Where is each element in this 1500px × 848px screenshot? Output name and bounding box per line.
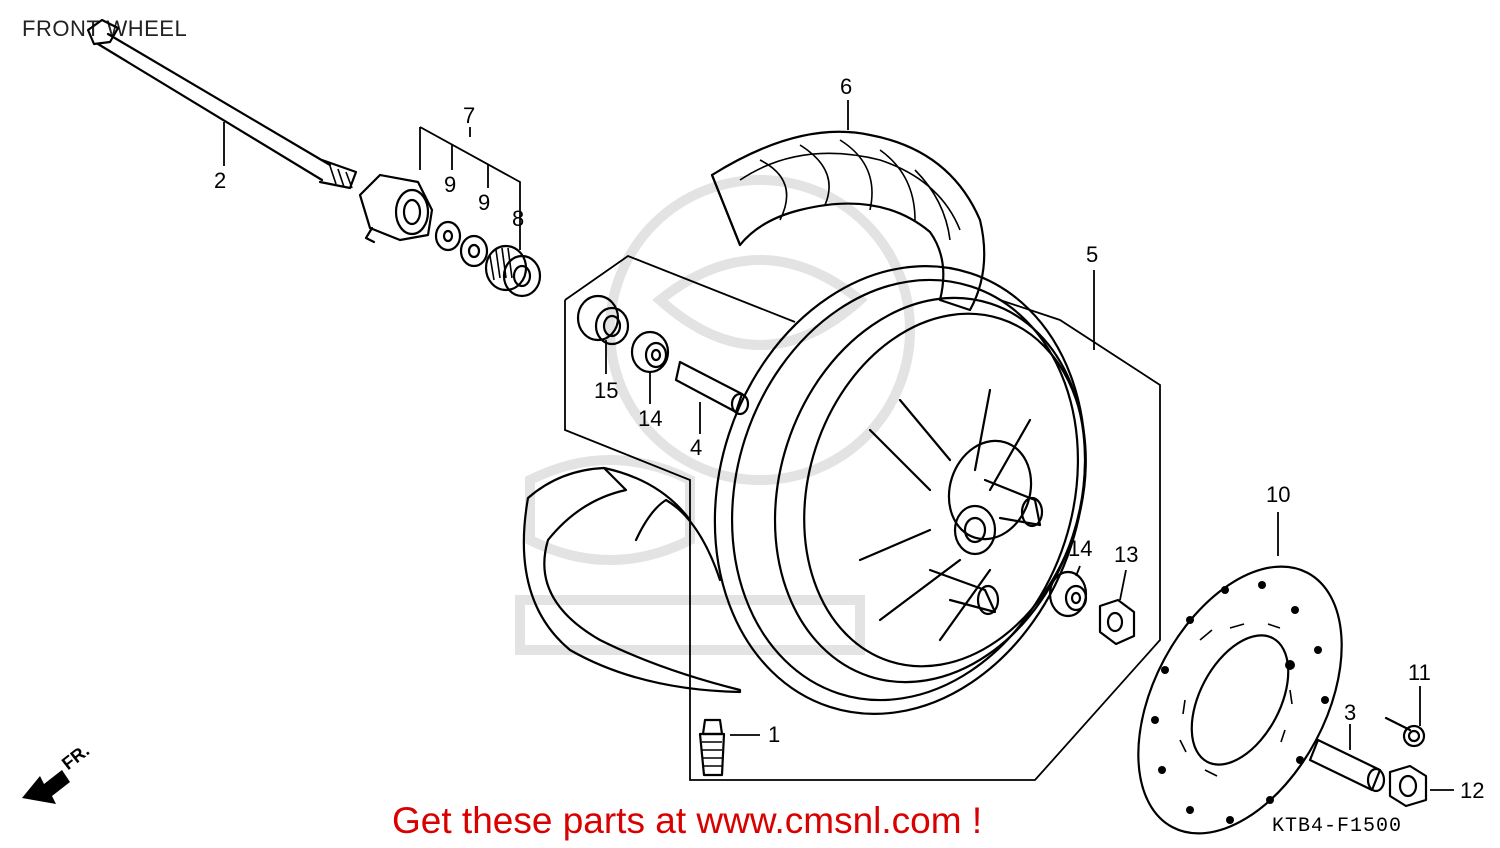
washer-b (459, 234, 489, 268)
speedometer-gearbox (358, 173, 434, 244)
speedometer-gear (484, 244, 542, 298)
label-part-8: 8 (512, 206, 524, 231)
valve-stem (698, 718, 726, 777)
washer-a (434, 220, 462, 252)
axle-nut (1388, 764, 1428, 808)
axle (86, 18, 358, 190)
brake-disc (1137, 565, 1343, 835)
nut-13 (1098, 598, 1136, 646)
label-part-12: 12 (1460, 778, 1484, 803)
label-part-15: 15 (594, 378, 618, 403)
leader-lines (223, 100, 1454, 791)
label-part-11: 11 (1408, 660, 1431, 685)
tire (710, 130, 986, 312)
label-part-5: 5 (1086, 242, 1098, 267)
label-part-14a: 14 (638, 406, 662, 431)
label-part-1: 1 (768, 722, 780, 747)
label-part-9a: 9 (444, 172, 456, 197)
distance-collar (674, 360, 750, 416)
drawing-code: KTB4-F1500 (1272, 815, 1403, 838)
fender (522, 466, 742, 694)
label-part-6: 6 (840, 74, 852, 99)
wheel-rim (713, 265, 1087, 715)
label-part-13: 13 (1114, 542, 1138, 567)
bearing-left (630, 330, 670, 374)
bracket-7 (419, 126, 521, 200)
part-labels: 2 6 7 9 9 8 5 15 14 4 10 14 13 11 3 1 12 (214, 74, 1484, 803)
label-part-2: 2 (214, 168, 226, 193)
label-part-10: 10 (1266, 482, 1290, 507)
label-part-9b: 9 (478, 190, 490, 215)
promo-link-text[interactable]: Get these parts at www.cmsnl.com ! (392, 800, 983, 841)
watermark-logo (515, 175, 915, 655)
side-collar (1308, 738, 1386, 793)
label-part-3: 3 (1344, 700, 1356, 725)
dust-seal (576, 294, 630, 346)
label-part-7: 7 (463, 103, 475, 128)
front-direction-arrow (22, 770, 70, 804)
label-part-4: 4 (690, 435, 702, 460)
disc-bolt (1384, 716, 1426, 748)
bearing-right (1048, 570, 1088, 618)
label-part-14b: 14 (1068, 536, 1092, 561)
